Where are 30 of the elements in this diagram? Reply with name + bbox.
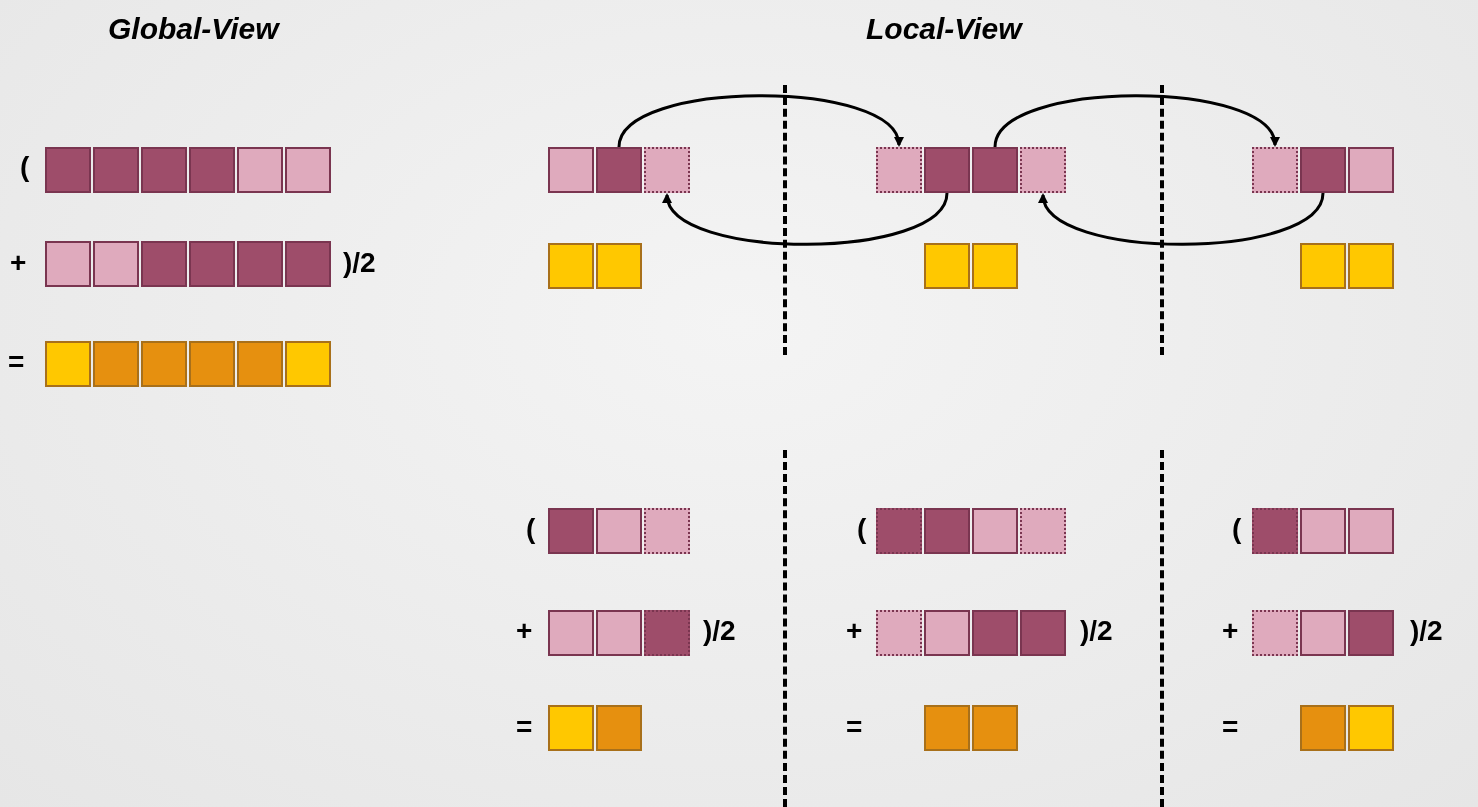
- array-cell: [644, 147, 690, 193]
- operator-label: )/2: [1080, 616, 1113, 647]
- view-heading: Global-View: [108, 12, 279, 45]
- operator-label: =: [8, 347, 25, 378]
- array-cell: [972, 147, 1018, 193]
- operator-label: +: [516, 616, 533, 647]
- curved-arrow: [665, 192, 949, 246]
- view-heading: Local-View: [866, 12, 1022, 45]
- array-cell: [1252, 147, 1298, 193]
- operator-label: =: [516, 712, 533, 743]
- operator-label: (: [526, 514, 536, 545]
- array-cell: [876, 147, 922, 193]
- curved-arrow: [993, 94, 1277, 148]
- operator-label: +: [846, 616, 863, 647]
- array-cell: [1300, 147, 1346, 193]
- array-cell: [596, 147, 642, 193]
- operator-label: =: [1222, 712, 1239, 743]
- operator-label: (: [857, 514, 867, 545]
- curved-arrow: [1041, 192, 1325, 246]
- operator-label: =: [846, 712, 863, 743]
- operator-label: (: [1232, 514, 1242, 545]
- array-cell: [1020, 147, 1066, 193]
- operator-label: +: [10, 248, 27, 279]
- operator-label: )/2: [1410, 616, 1443, 647]
- operator-label: )/2: [343, 248, 376, 279]
- operator-label: )/2: [703, 616, 736, 647]
- array-cell: [924, 147, 970, 193]
- operator-label: +: [1222, 616, 1239, 647]
- curved-arrow: [617, 94, 901, 148]
- operator-label: (: [20, 152, 30, 183]
